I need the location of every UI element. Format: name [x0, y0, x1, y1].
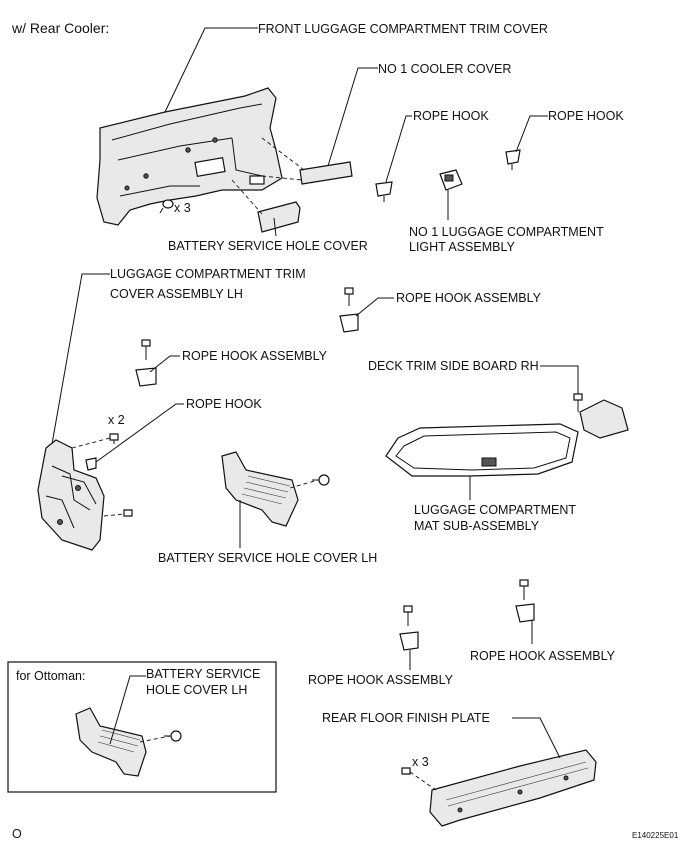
trim-cover-lh-part	[37, 439, 105, 551]
label-rope-hook-assembly-c: ROPE HOOK ASSEMBLY	[308, 673, 454, 687]
leader-rope-assy-b	[355, 297, 394, 317]
qty-x3-top: x 3	[174, 201, 191, 215]
rope-hook-part-b	[505, 149, 521, 170]
label-mat-line1: LUGGAGE COMPARTMENT	[414, 503, 576, 517]
footer-left-mark: O	[12, 827, 22, 841]
label-trim-lh-line1: LUGGAGE COMPARTMENT TRIM	[110, 267, 306, 281]
footer-code: E140225E01	[632, 831, 679, 840]
leader-ottoman	[109, 675, 146, 745]
rope-hook-part-c	[85, 457, 97, 471]
leader-trim-lh	[51, 273, 110, 445]
qty-x2: x 2	[108, 413, 125, 427]
label-rope-hook-a: ROPE HOOK	[413, 109, 489, 123]
label-front-luggage-trim-cover: FRONT LUGGAGE COMPARTMENT TRIM COVER	[258, 22, 548, 36]
label-no1-cooler-cover: NO 1 COOLER COVER	[378, 62, 511, 76]
leader-deck-trim	[540, 365, 579, 394]
battery-service-hole-cover-part	[257, 201, 301, 233]
diagram-header: w/ Rear Cooler:	[11, 20, 109, 36]
label-battery-service-hole-cover-lh: BATTERY SERVICE HOLE COVER LH	[158, 551, 377, 565]
leader-cooler-cover	[327, 67, 378, 167]
leader-front-trim	[164, 27, 258, 113]
rope-hook-part-a	[375, 181, 393, 202]
label-ottoman-line1: BATTERY SERVICE	[146, 667, 260, 681]
cooler-cover-part	[299, 161, 353, 185]
ottoman-clip-part	[164, 730, 182, 742]
label-rope-hook-assembly-b: ROPE HOOK ASSEMBLY	[396, 291, 542, 305]
front-luggage-trim-cover-part	[96, 87, 283, 226]
label-ottoman-title: for Ottoman:	[16, 669, 85, 683]
leader-rope-hook-c	[95, 403, 184, 463]
deck-trim-side-board-part	[573, 393, 629, 439]
leader-rope-hook-a	[385, 115, 412, 183]
qty-x3-bottom: x 3	[412, 755, 429, 769]
rear-plate-clip-part	[401, 767, 411, 775]
label-rope-hook-b: ROPE HOOK	[548, 109, 624, 123]
luggage-mat-part	[385, 423, 579, 477]
leader-rope-hook-b	[515, 115, 548, 153]
label-ottoman-line2: HOLE COVER LH	[146, 683, 247, 697]
label-rear-floor-finish-plate: REAR FLOOR FINISH PLATE	[322, 711, 490, 725]
label-deck-trim-side-board: DECK TRIM SIDE BOARD RH	[368, 359, 539, 373]
rope-hook-assembly-part-b	[339, 287, 359, 333]
rope-hook-assembly-part-d	[515, 579, 535, 623]
leader-battery-cover	[273, 217, 277, 237]
ottoman-box	[7, 661, 277, 793]
leader-rope-assy-a	[149, 355, 180, 373]
label-battery-service-hole-cover: BATTERY SERVICE HOLE COVER	[168, 239, 368, 253]
label-light-line2: LIGHT ASSEMBLY	[409, 240, 515, 254]
rear-floor-finish-plate-part	[429, 749, 597, 827]
label-light-line1: NO 1 LUGGAGE COMPARTMENT	[409, 225, 604, 239]
clip-part	[159, 199, 174, 214]
label-trim-lh-line2: COVER ASSEMBLY LH	[110, 287, 243, 301]
leader-rear-floor	[512, 717, 561, 759]
bolt-part-x2	[109, 433, 119, 444]
label-mat-line2: MAT SUB-ASSEMBLY	[414, 519, 540, 533]
rope-hook-assembly-part-a	[135, 339, 157, 387]
bolt-part-lower	[123, 509, 133, 517]
battery-cover-lh-part	[221, 451, 299, 527]
rope-hook-assembly-part-c	[399, 605, 419, 651]
clip-part-lh	[312, 474, 330, 486]
label-rope-hook-assembly-d: ROPE HOOK ASSEMBLY	[470, 649, 616, 663]
luggage-light-part	[439, 169, 463, 191]
label-rope-hook-assembly-a: ROPE HOOK ASSEMBLY	[182, 349, 328, 363]
label-rope-hook-c: ROPE HOOK	[186, 397, 262, 411]
